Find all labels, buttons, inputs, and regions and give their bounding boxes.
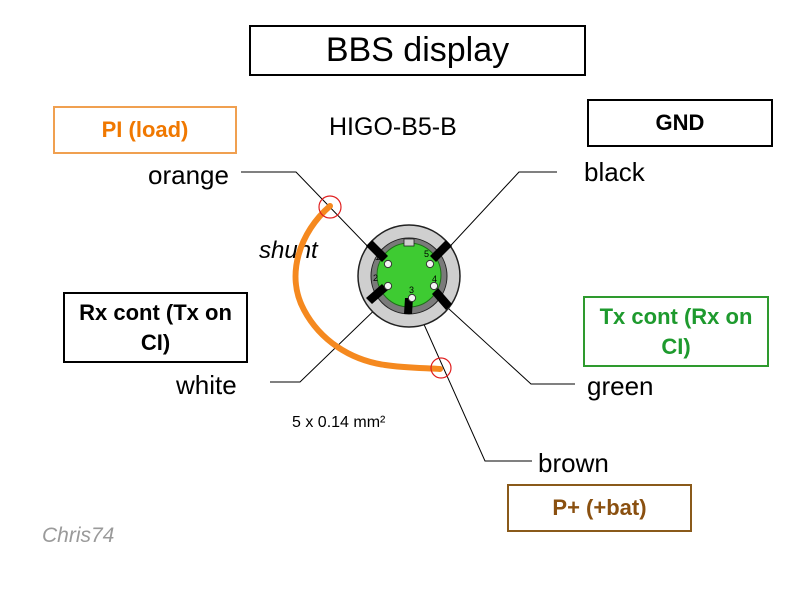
shunt-marker-orange [318,195,342,219]
shunt-label: shunt [259,237,318,264]
pin-label-3: 3 [409,285,414,295]
leader-lines [241,171,575,462]
wire-label-black: black [584,157,645,187]
leader-line-green [436,297,575,385]
pin-label-2: 2 [373,273,378,283]
connector-pins [383,259,439,303]
leader-line-brown [413,301,532,462]
shunt-marker-brown [430,357,452,379]
connector-model-label: HIGO-B5-B [329,113,457,141]
pi-load-label-box: PI (load) [53,106,237,154]
shunt-wire [292,203,443,372]
pin-label-4: 4 [432,274,437,284]
gnd-label-box: GND [587,99,773,147]
p-bat-label-box: P+ (+bat) [507,484,692,532]
connector-key-notch [403,238,415,247]
pin-label-1: 1 [375,252,380,262]
wire-spec-label: 5 x 0.14 mm² [292,414,386,431]
tx-cont-label-box: Tx cont (Rx on CI) [583,296,769,367]
leader-line-black [440,171,557,257]
wire-label-orange: orange [148,160,229,190]
leader-line-orange [241,171,378,257]
wire-label-white: white [176,370,237,400]
author-signature: Chris74 [42,524,115,547]
wire-label-green: green [587,371,654,401]
rx-cont-label-box: Rx cont (Tx on CI) [63,292,248,363]
connector-tabs [366,240,452,314]
pin-label-5: 5 [424,249,429,259]
diagram-title: BBS display [249,25,586,76]
connector-plug: 1 2 3 4 5 [357,224,461,328]
leader-line-white [270,297,388,383]
wire-label-brown: brown [538,448,609,478]
